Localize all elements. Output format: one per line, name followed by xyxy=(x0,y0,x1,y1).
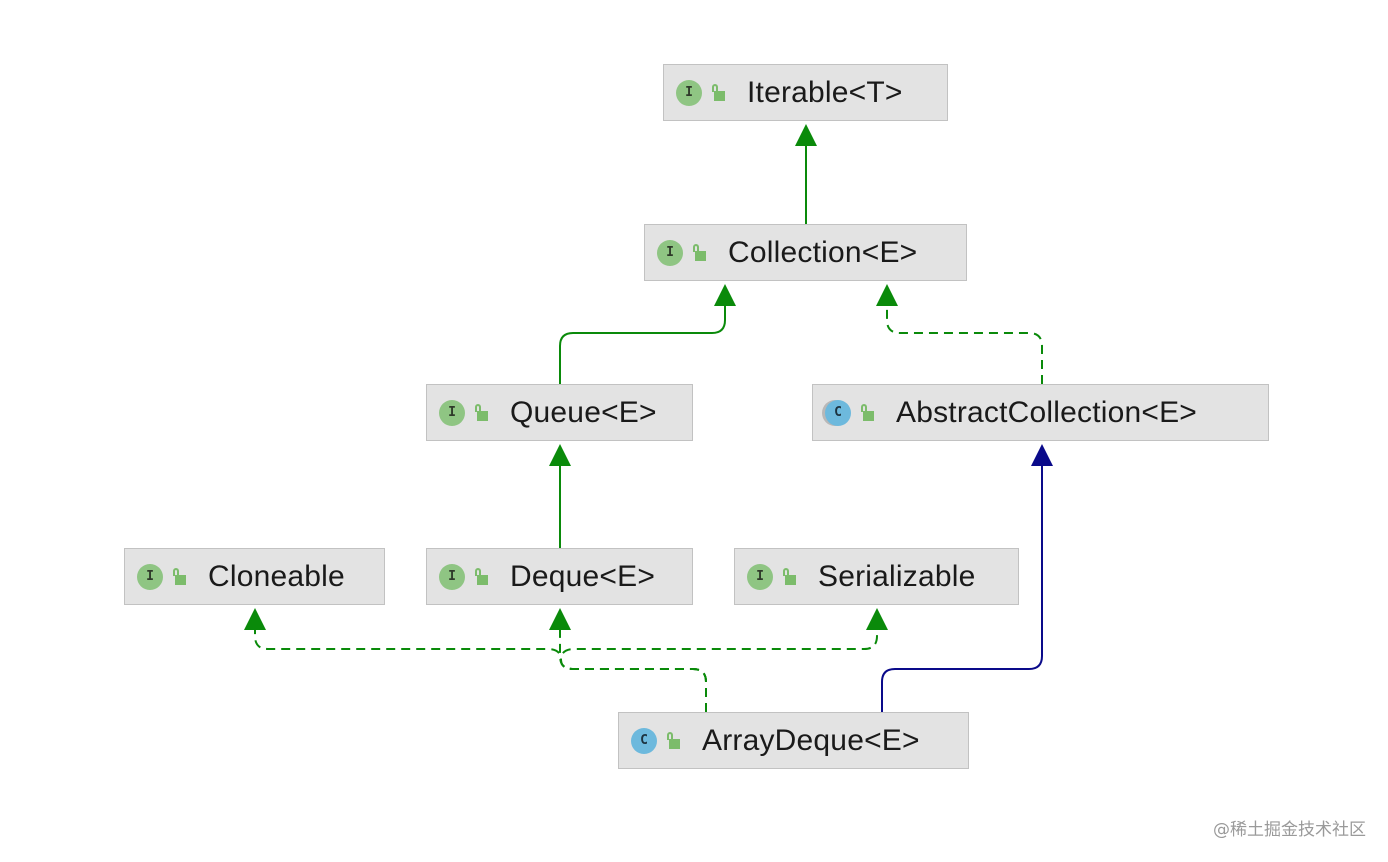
interface-badge-icon: I xyxy=(747,563,773,590)
unlocked-padlock-icon xyxy=(782,567,796,586)
edge-arraydeque-cloneable xyxy=(244,608,707,712)
interface-badge-icon: I xyxy=(439,563,465,590)
edge-arraydeque-deque xyxy=(549,608,707,712)
node-label: ArrayDeque<E> xyxy=(702,723,920,757)
node-label: Iterable<T> xyxy=(747,75,903,109)
node-label: AbstractCollection<E> xyxy=(896,395,1198,429)
abstract-class-badge-icon: C xyxy=(825,399,851,426)
class-badge-icon: C xyxy=(631,727,657,754)
interface-badge-icon: I xyxy=(676,79,702,106)
node-abstract-collection[interactable]: C AbstractCollection<E> xyxy=(812,384,1269,441)
watermark: @稀土掘金技术社区 xyxy=(1213,820,1366,840)
unlocked-padlock-icon xyxy=(860,403,874,422)
node-iterable[interactable]: I Iterable<T> xyxy=(663,64,948,121)
edge-deque-queue xyxy=(549,444,571,548)
node-cloneable[interactable]: I Cloneable xyxy=(124,548,385,605)
unlocked-padlock-icon xyxy=(692,243,706,262)
node-label: Collection<E> xyxy=(728,235,918,269)
node-collection[interactable]: I Collection<E> xyxy=(644,224,967,281)
edge-queue-collection xyxy=(559,284,736,384)
unlocked-padlock-icon xyxy=(474,567,488,586)
node-queue[interactable]: I Queue<E> xyxy=(426,384,693,441)
unlocked-padlock-icon xyxy=(474,403,488,422)
interface-badge-icon: I xyxy=(657,239,683,266)
node-label: Cloneable xyxy=(208,559,345,593)
node-serializable[interactable]: I Serializable xyxy=(734,548,1019,605)
node-label: Serializable xyxy=(818,559,976,593)
edge-collection-iterable xyxy=(795,124,817,224)
interface-badge-icon: I xyxy=(137,563,163,590)
node-array-deque[interactable]: C ArrayDeque<E> xyxy=(618,712,969,769)
node-label: Queue<E> xyxy=(510,395,657,429)
node-deque[interactable]: I Deque<E> xyxy=(426,548,693,605)
node-label: Deque<E> xyxy=(510,559,656,593)
unlocked-padlock-icon xyxy=(666,731,680,750)
edge-arraydeque-abstractcollection xyxy=(881,444,1053,712)
edge-arraydeque-serializable xyxy=(559,608,888,712)
interface-badge-icon: I xyxy=(439,399,465,426)
edge-abstractcollection-collection xyxy=(876,284,1043,384)
unlocked-padlock-icon xyxy=(711,83,725,102)
unlocked-padlock-icon xyxy=(172,567,186,586)
